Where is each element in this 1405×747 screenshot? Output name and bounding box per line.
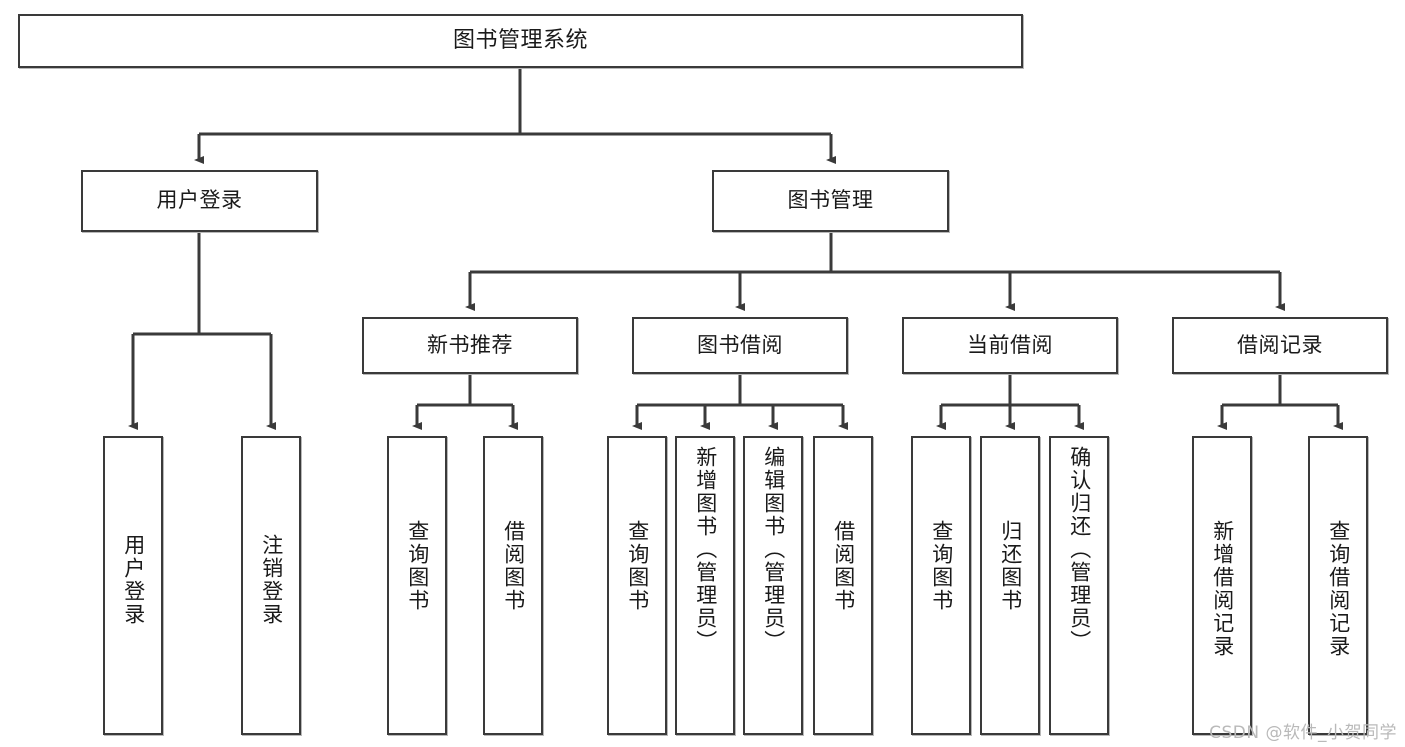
- node-label: 查询图书: [929, 520, 954, 612]
- node-label: 新增图书（管理员）: [693, 446, 718, 653]
- node-user-login[interactable]: 用户登录: [81, 170, 318, 232]
- leaf-query-books-current[interactable]: 查询图书: [911, 436, 971, 735]
- node-label: 新书推荐: [427, 332, 513, 357]
- leaf-borrow-books[interactable]: 借阅图书: [813, 436, 873, 735]
- node-book-management[interactable]: 图书管理: [712, 170, 949, 232]
- node-label: 借阅图书: [501, 520, 526, 612]
- node-label: 图书借阅: [697, 332, 783, 357]
- leaf-query-books-recommend[interactable]: 查询图书: [387, 436, 447, 735]
- leaf-add-book-admin[interactable]: 新增图书（管理员）: [675, 436, 735, 735]
- node-label: 借阅图书: [831, 520, 856, 612]
- node-book-borrow[interactable]: 图书借阅: [632, 317, 848, 374]
- node-label: 当前借阅: [967, 332, 1053, 357]
- node-label: 图书管理: [787, 188, 874, 213]
- node-label: 图书管理系统: [452, 27, 588, 53]
- csdn-watermark: CSDN @软件_小贺同学: [1209, 723, 1397, 743]
- node-new-book-recommend[interactable]: 新书推荐: [362, 317, 578, 374]
- node-label: 借阅记录: [1237, 332, 1323, 357]
- node-label: 用户登录: [156, 188, 243, 213]
- node-label: 查询图书: [625, 520, 650, 612]
- node-label: 归还图书: [998, 520, 1023, 612]
- node-label: 查询借阅记录: [1326, 520, 1351, 658]
- leaf-confirm-return-admin[interactable]: 确认归还（管理员）: [1049, 436, 1109, 735]
- node-label: 确认归还（管理员）: [1067, 446, 1092, 653]
- leaf-query-books-borrow[interactable]: 查询图书: [607, 436, 667, 735]
- node-label: 用户登录: [121, 534, 146, 626]
- node-borrow-records[interactable]: 借阅记录: [1172, 317, 1388, 374]
- leaf-borrow-books-recommend[interactable]: 借阅图书: [483, 436, 543, 735]
- node-root-system[interactable]: 图书管理系统: [18, 14, 1023, 68]
- node-label: 注销登录: [259, 534, 284, 626]
- leaf-query-borrow-record[interactable]: 查询借阅记录: [1308, 436, 1368, 735]
- leaf-user-login[interactable]: 用户登录: [103, 436, 163, 735]
- leaf-logout[interactable]: 注销登录: [241, 436, 301, 735]
- node-label: 查询图书: [405, 520, 430, 612]
- leaf-add-borrow-record[interactable]: 新增借阅记录: [1192, 436, 1252, 735]
- leaf-edit-book-admin[interactable]: 编辑图书（管理员）: [743, 436, 803, 735]
- leaf-return-books[interactable]: 归还图书: [980, 436, 1040, 735]
- node-label: 新增借阅记录: [1210, 520, 1235, 658]
- node-current-borrow[interactable]: 当前借阅: [902, 317, 1118, 374]
- node-label: 编辑图书（管理员）: [761, 446, 786, 653]
